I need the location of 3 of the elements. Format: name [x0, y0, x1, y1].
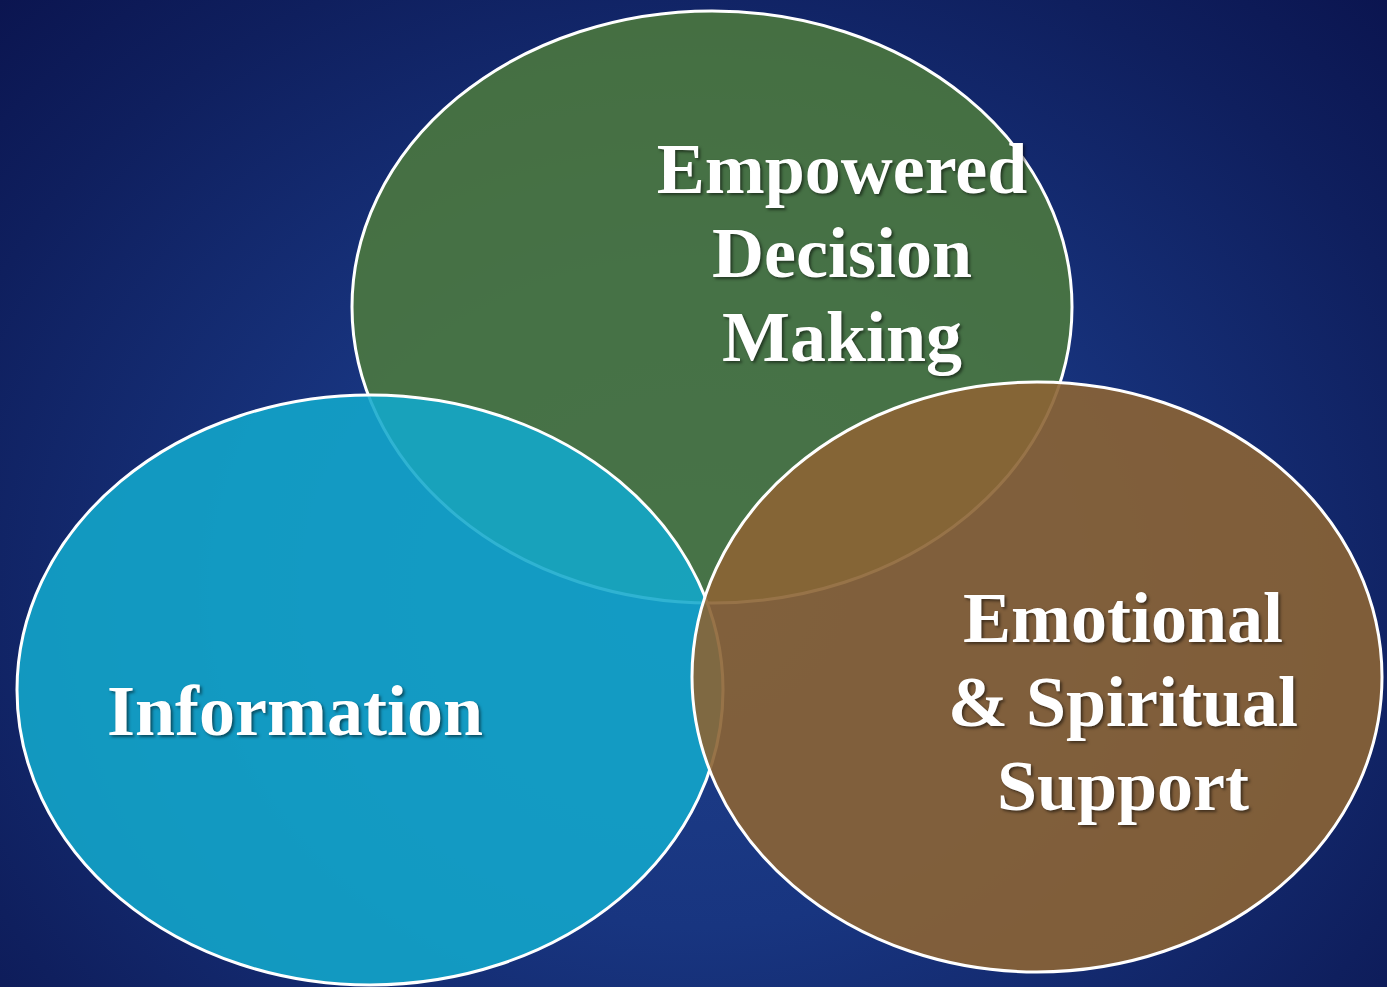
- circle-label: Empowered Decision Making: [655, 128, 1029, 379]
- circle-label: Emotional & Spiritual Support: [946, 577, 1300, 828]
- circle-label: Information: [106, 670, 484, 753]
